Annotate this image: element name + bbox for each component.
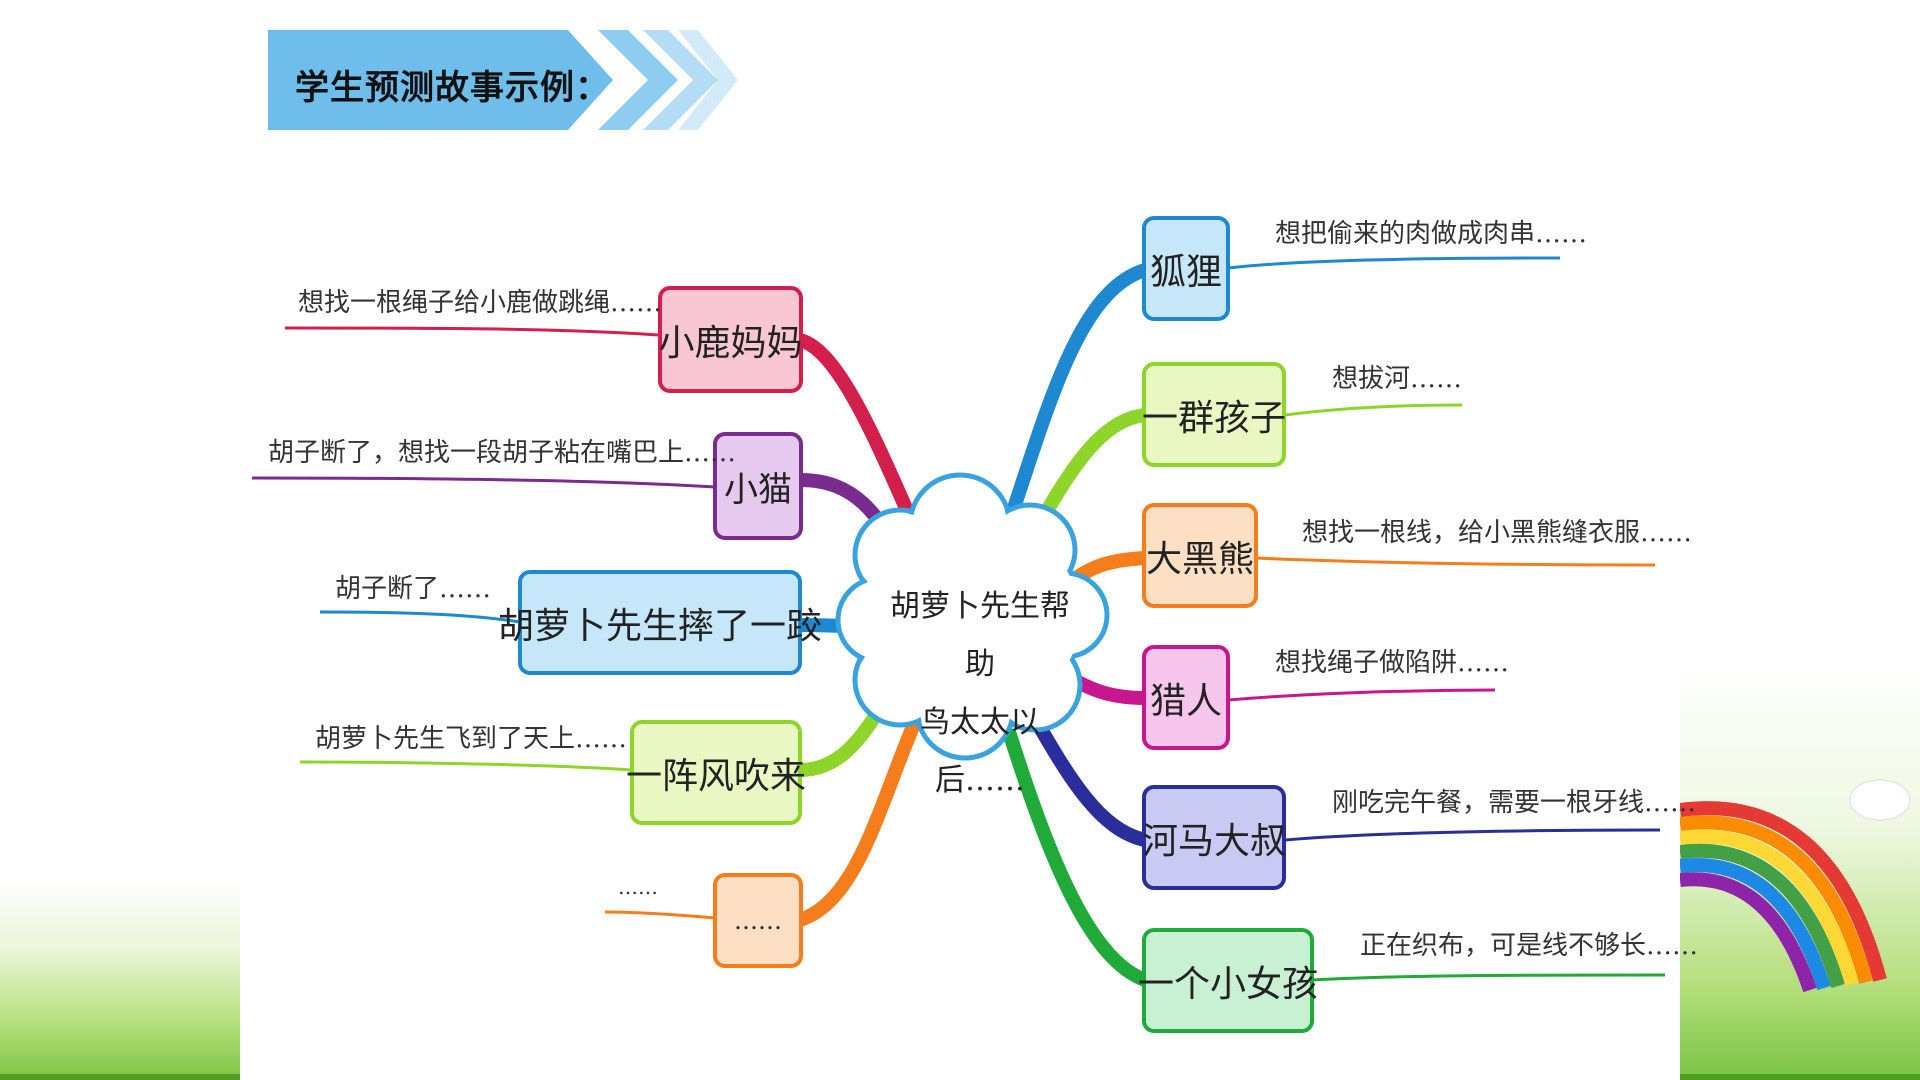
note-hunter: 想找绳子做陷阱…… — [1275, 648, 1510, 678]
node-black-bear: 大黑熊 — [1142, 503, 1258, 608]
note-fox: 想把偷来的肉做成肉串…… — [1275, 219, 1588, 249]
node-hunter: 猎人 — [1142, 645, 1230, 750]
note-carrot-fell: 胡子断了…… — [335, 574, 492, 604]
note-uncle-hippo: 刚吃完午餐，需要一根牙线…… — [1332, 788, 1697, 818]
center-topic-line1: 胡萝卜先生帮助 — [890, 589, 1070, 682]
note-deer-mother: 想找一根绳子给小鹿做跳绳…… — [298, 288, 663, 318]
center-topic-line2: 鸟太太以后…… — [920, 705, 1040, 798]
note-children: 想拔河…… — [1332, 364, 1463, 394]
background-grass-left — [0, 880, 240, 1080]
note-cat: 胡子断了，想找一段胡子粘在嘴巴上…… — [268, 438, 737, 468]
node-ellipsis: …… — [713, 873, 803, 968]
center-topic: 胡萝卜先生帮助 鸟太太以后…… — [880, 578, 1080, 810]
node-little-girl: 一个小女孩 — [1138, 928, 1318, 1033]
node-fox: 狐狸 — [1142, 216, 1230, 321]
node-wind-blows: 一阵风吹来 — [626, 720, 806, 825]
rainbow-decoration — [1680, 779, 1911, 993]
node-deer-mother: 小鹿妈妈 — [658, 286, 803, 393]
note-little-girl: 正在织布，可是线不够长…… — [1360, 931, 1699, 961]
node-cat: 小猫 — [713, 432, 803, 540]
slide-title: 学生预测故事示例： — [295, 68, 610, 108]
node-children: 一群孩子 — [1142, 362, 1286, 467]
title-banner — [268, 30, 738, 130]
node-uncle-hippo: 河马大叔 — [1142, 785, 1286, 890]
note-ellipsis: …… — [618, 875, 658, 899]
note-black-bear: 想找一根线，给小黑熊缝衣服…… — [1302, 518, 1693, 548]
node-carrot-fell: 胡萝卜先生摔了一跤 — [498, 570, 822, 675]
note-wind-blows: 胡萝卜先生飞到了天上…… — [315, 724, 628, 754]
